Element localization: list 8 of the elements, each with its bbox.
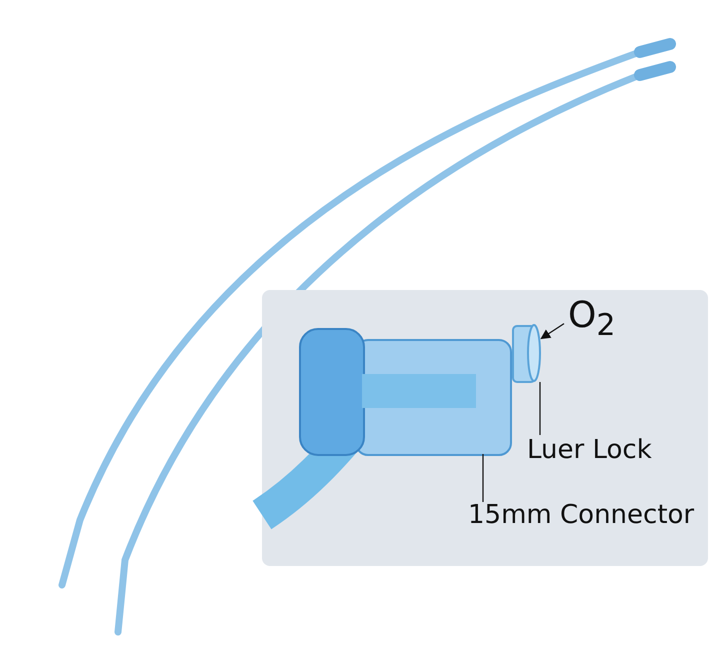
- leader-line: [482, 454, 484, 502]
- connector-body: [296, 328, 512, 456]
- leader-line: [539, 382, 541, 435]
- callout-label: 15mm Connector: [468, 502, 694, 528]
- luer-lock-tip: [512, 322, 542, 384]
- callout-label: Luer Lock: [527, 437, 652, 463]
- arrow: [540, 323, 564, 340]
- callout-label: O$_{2}$: [568, 298, 616, 342]
